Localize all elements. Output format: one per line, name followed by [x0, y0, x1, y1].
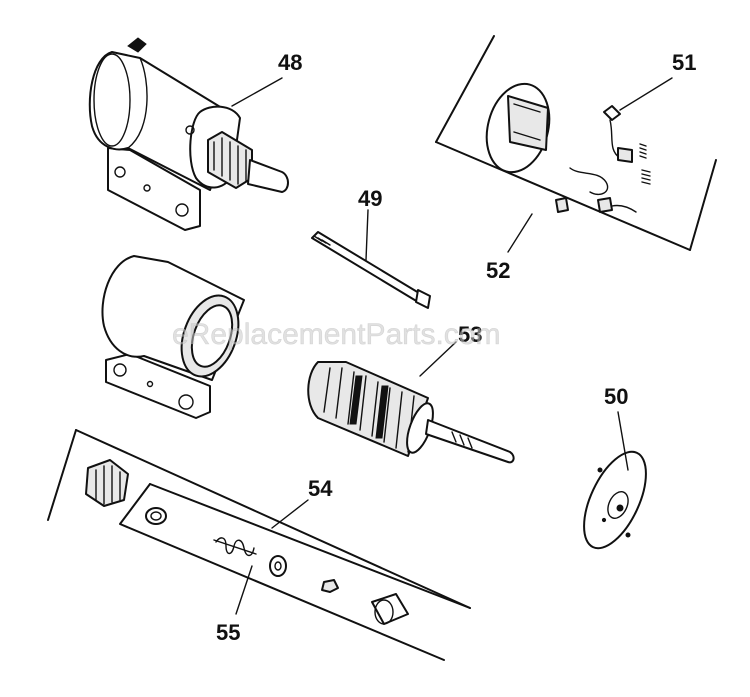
callout-leader-51	[619, 77, 673, 111]
callout-leader-55	[235, 565, 253, 615]
end-cap-drawing	[583, 450, 647, 550]
part-number-50: 50	[604, 384, 628, 409]
part-number-51: 51	[672, 50, 696, 75]
callout-leader-54	[271, 499, 309, 529]
part-number-49: 49	[358, 186, 382, 211]
part-number-53: 53	[458, 322, 482, 347]
brush-kit-panel	[435, 35, 717, 251]
part-number-54: 54	[308, 476, 333, 501]
callout-leader-52	[507, 213, 533, 253]
watermark-text: eReplacementParts.com	[172, 318, 500, 351]
motor-housing-drawing	[101, 255, 245, 419]
part-number-55: 55	[216, 620, 240, 645]
callout-leader-48	[231, 77, 283, 107]
callout-leader-49	[365, 209, 369, 261]
callout-leader-53	[419, 341, 457, 377]
part-number-52: 52	[486, 258, 510, 283]
through-bolt-drawing	[311, 231, 431, 309]
part-number-48: 48	[278, 50, 302, 75]
starter-motor-drawing	[88, 37, 289, 231]
drive-kit-panel	[47, 429, 471, 661]
armature-drawing	[307, 361, 515, 464]
callout-leader-50	[617, 411, 629, 471]
